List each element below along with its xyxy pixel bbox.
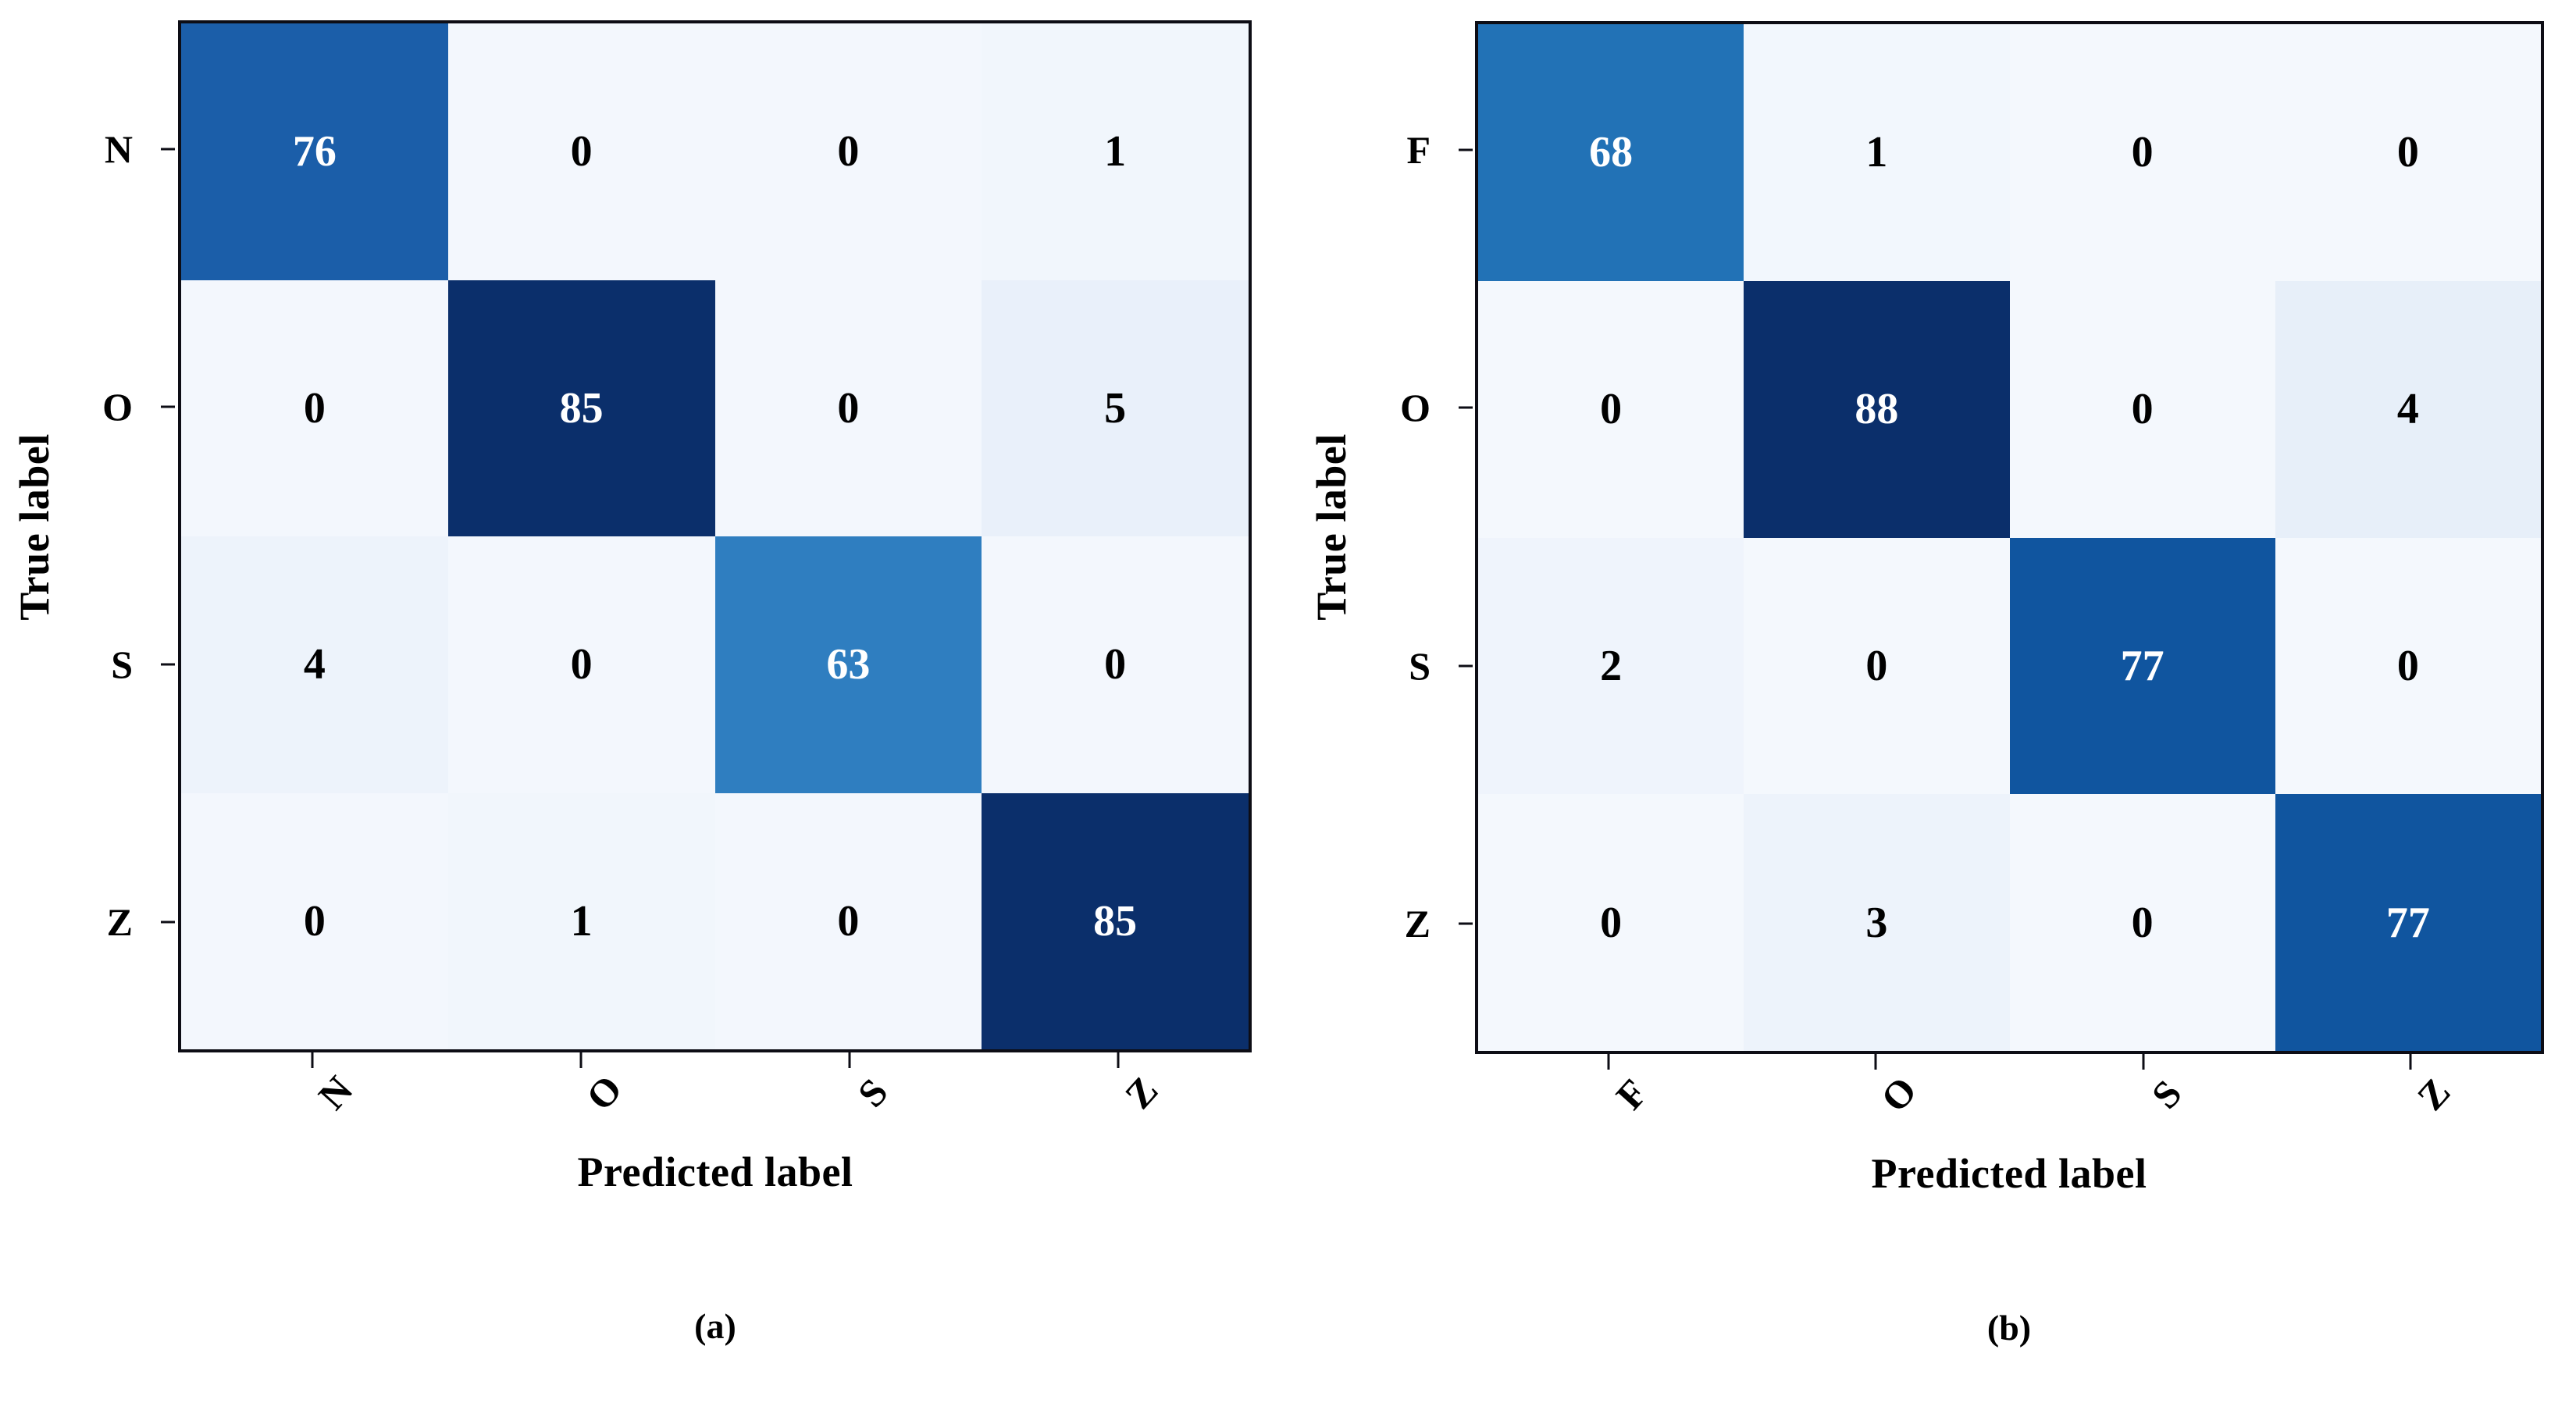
matrix-cell-a-2-3: 0 [982,536,1249,793]
y-axis-title-a: True label [11,433,58,621]
y-tick-mark-a-3 [161,920,175,924]
x-tick-label-b-3: Z [2408,1070,2459,1119]
y-tick-label-a-3: Z [106,900,133,944]
x-tick-label-a-3: Z [1116,1068,1167,1117]
y-tick-label-b-1: O [1400,386,1431,429]
x-tick-mark-a-1 [579,1052,583,1068]
confusion-matrix-b: 68 1 0 0 0 88 0 4 2 0 77 0 0 3 0 77 [1475,21,2544,1054]
matrix-cell-b-3-2: 0 [2009,794,2275,1051]
y-tick-label-b-3: Z [1404,902,1431,945]
y-tick-label-a-2: S [111,643,133,686]
matrix-cell-a-2-2: 63 [714,536,982,793]
y-tick-label-a-0: N [104,127,133,171]
x-tick-label-a-0: N [309,1067,362,1118]
matrix-cell-b-0-1: 1 [1744,24,2010,281]
x-tick-mark-b-2 [2142,1054,2145,1070]
y-tick-label-b-2: S [1409,644,1431,688]
y-tick-mark-a-1 [161,405,175,408]
matrix-cell-b-2-3: 0 [2275,537,2541,795]
matrix-cell-a-1-0: 0 [181,280,448,536]
x-tick-label-b-0: F [1607,1070,1656,1118]
panel-caption-a: (a) [694,1306,736,1346]
y-tick-mark-b-0 [1459,148,1473,151]
y-axis-title-b: True label [1308,433,1355,621]
matrix-cell-a-1-3: 5 [982,280,1249,536]
x-tick-mark-a-2 [848,1052,851,1068]
matrix-cell-a-0-3: 1 [982,23,1249,280]
matrix-cell-b-0-0: 68 [1478,24,1744,281]
x-tick-label-b-2: S [2143,1071,2190,1117]
x-axis-title-a: Predicted label [577,1148,853,1195]
matrix-cell-a-3-3: 85 [982,792,1249,1049]
x-tick-mark-b-1 [1874,1054,1877,1070]
matrix-cell-b-0-3: 0 [2275,24,2541,281]
matrix-cell-a-1-2: 0 [714,280,982,536]
matrix-cell-a-0-2: 0 [714,23,982,280]
matrix-cell-b-3-1: 3 [1744,794,2010,1051]
y-tick-label-b-0: F [1406,128,1431,172]
matrix-cell-b-1-0: 0 [1478,280,1744,538]
matrix-grid-a: 76 0 0 1 0 85 0 5 4 0 63 0 0 1 0 85 [181,23,1249,1049]
matrix-cell-a-3-2: 0 [714,792,982,1049]
y-tick-mark-b-3 [1459,922,1473,925]
matrix-cell-b-2-0: 2 [1478,537,1744,795]
matrix-cell-b-1-3: 4 [2275,280,2541,538]
matrix-cell-a-2-1: 0 [447,536,715,793]
matrix-cell-a-3-0: 0 [181,792,448,1049]
x-axis-title-b: Predicted label [1871,1150,2147,1197]
x-tick-mark-a-0 [311,1052,314,1068]
matrix-grid-b: 68 1 0 0 0 88 0 4 2 0 77 0 0 3 0 77 [1478,24,2541,1051]
x-tick-mark-b-3 [2409,1054,2412,1070]
matrix-cell-a-2-0: 4 [181,536,448,793]
matrix-cell-a-0-1: 0 [447,23,715,280]
x-tick-label-a-1: O [577,1066,631,1119]
matrix-cell-a-3-1: 1 [447,792,715,1049]
y-tick-label-a-1: O [102,385,133,429]
panel-b: True label F O S Z 68 1 0 0 0 88 0 4 2 0… [1296,0,2576,1403]
matrix-cell-a-1-1: 85 [447,280,715,536]
y-tick-mark-a-2 [161,663,175,666]
matrix-cell-b-3-3: 77 [2275,794,2541,1051]
y-tick-mark-b-2 [1459,664,1473,668]
panel-caption-b: (b) [1986,1308,2032,1348]
panel-a: True label N O S Z 76 0 0 1 0 85 0 5 4 0… [11,20,1252,1346]
matrix-cell-b-1-1: 88 [1744,280,2010,538]
matrix-cell-b-3-0: 0 [1478,794,1744,1051]
matrix-cell-b-0-2: 0 [2009,24,2275,281]
x-tick-mark-b-0 [1607,1054,1610,1070]
y-tick-mark-a-0 [161,148,175,151]
x-tick-mark-a-3 [1117,1052,1120,1068]
matrix-cell-b-2-2: 77 [2009,537,2275,795]
y-tick-mark-b-1 [1459,406,1473,409]
x-tick-label-a-2: S [849,1070,896,1116]
matrix-cell-b-2-1: 0 [1744,537,2010,795]
x-tick-label-b-1: O [1872,1068,1926,1120]
matrix-cell-a-0-0: 76 [181,23,448,280]
confusion-matrix-a: 76 0 0 1 0 85 0 5 4 0 63 0 0 1 0 85 [178,20,1252,1052]
matrix-cell-b-1-2: 0 [2009,280,2275,538]
